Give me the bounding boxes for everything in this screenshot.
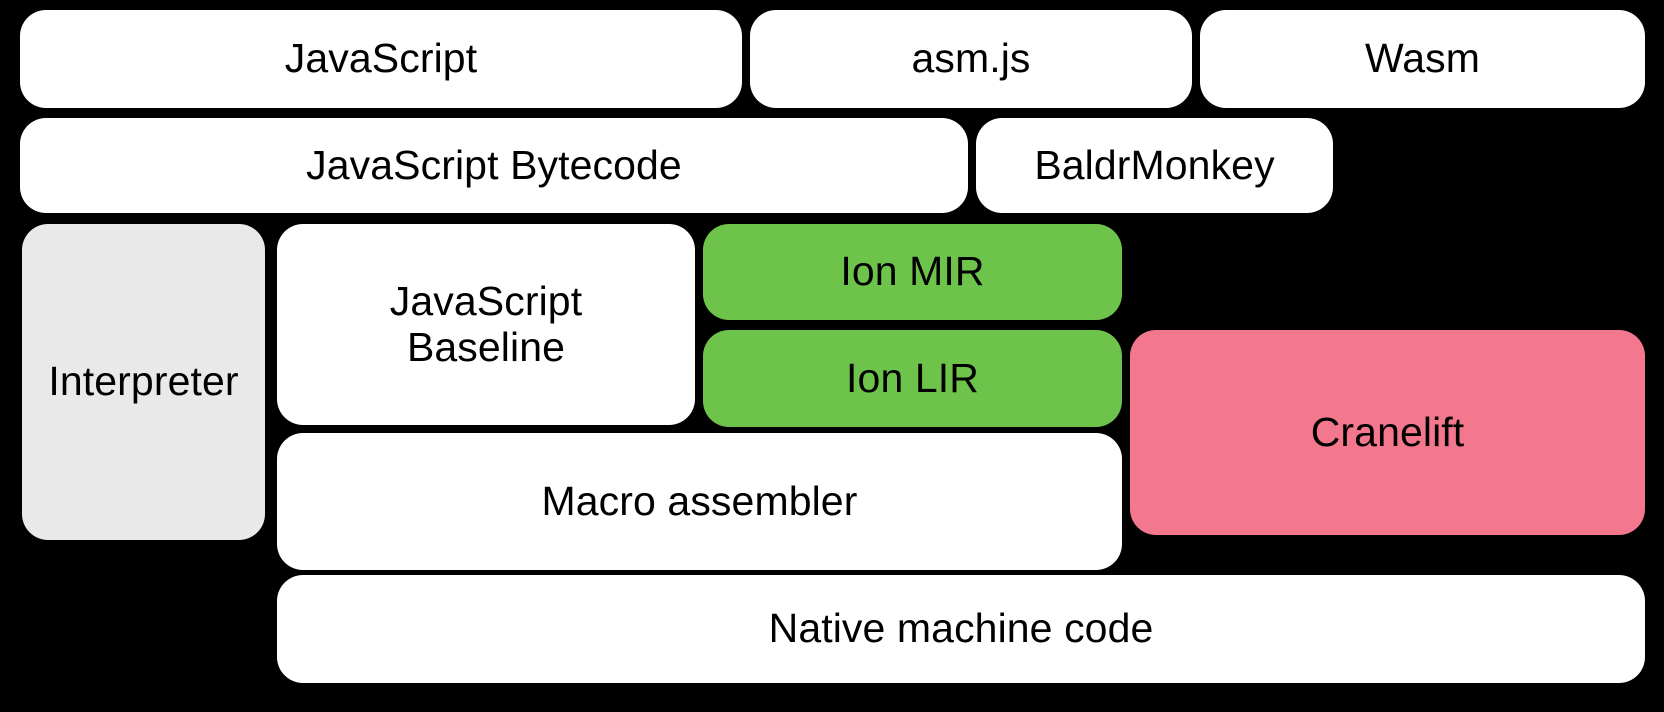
- node-macro-assembler: Macro assembler: [277, 433, 1122, 570]
- node-javascript: JavaScript: [20, 10, 742, 108]
- node-wasm: Wasm: [1200, 10, 1645, 108]
- node-asm-js: asm.js: [750, 10, 1192, 108]
- node-javascript-bytecode: JavaScript Bytecode: [20, 118, 968, 213]
- node-cranelift: Cranelift: [1130, 330, 1645, 535]
- node-ion-lir: Ion LIR: [703, 330, 1122, 427]
- node-javascript-baseline: JavaScript Baseline: [277, 224, 695, 425]
- node-baldrmonkey: BaldrMonkey: [976, 118, 1333, 213]
- node-interpreter: Interpreter: [22, 224, 265, 540]
- node-native-machine-code: Native machine code: [277, 575, 1645, 683]
- node-ion-mir: Ion MIR: [703, 224, 1122, 320]
